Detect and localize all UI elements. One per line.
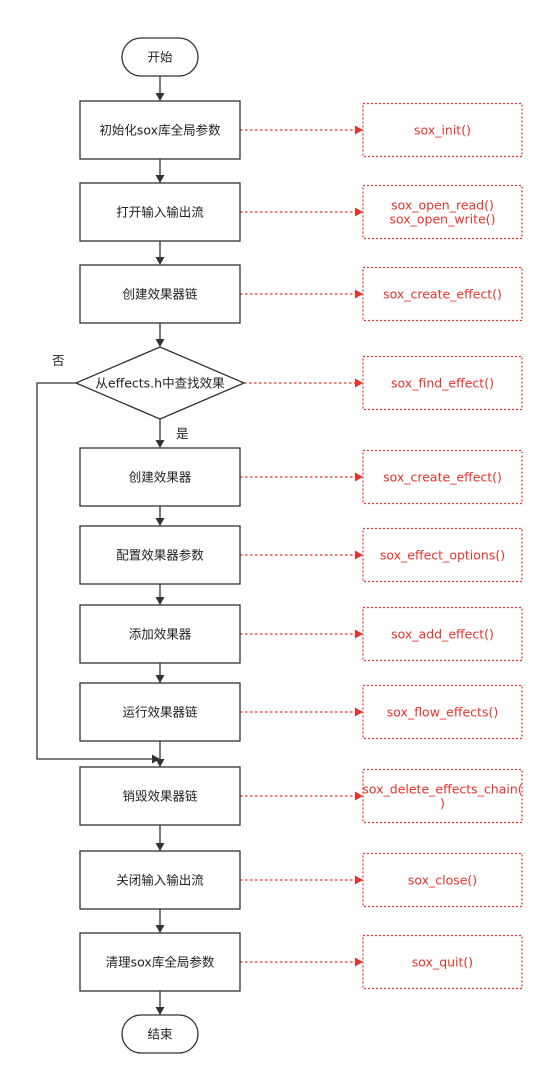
- step-2-label: 打开输入输出流: [116, 205, 204, 220]
- arrow-step-3-to-step-4-arrow: [155, 339, 165, 347]
- step-3-label: 创建效果器链: [122, 287, 198, 302]
- process-step-3: [79, 264, 241, 324]
- api-arrow-step-4: [355, 378, 363, 388]
- api-call-step-5: sox_create_effect(): [383, 470, 502, 485]
- decision-no-label: 否: [52, 353, 65, 368]
- process-step-9: [79, 766, 241, 826]
- decision-no-branch-arrow: [152, 754, 160, 764]
- arrow-last-step-to-end-arrow: [155, 1007, 165, 1015]
- api-call-step-11: sox_quit(): [412, 955, 473, 970]
- decision-no-branch: [36, 382, 153, 760]
- process-step-1: [79, 100, 241, 160]
- api-arrow-step-7: [355, 629, 363, 639]
- arrow-start-to-step-1-arrow: [155, 93, 165, 101]
- decision-yes-label: 是: [176, 426, 189, 441]
- arrow-step-4-to-step-5-arrow: [155, 440, 165, 448]
- api-arrow-step-9: [355, 791, 363, 801]
- api-box-step-10: [362, 852, 523, 908]
- arrow-step-6-to-step-7-arrow: [155, 597, 165, 605]
- api-box-step-9: [362, 768, 523, 824]
- api-box-step-5: [362, 449, 523, 505]
- api-box-step-1: [362, 102, 523, 158]
- step-9-label: 销毁效果器链: [122, 789, 198, 804]
- api-box-step-2: [362, 184, 523, 240]
- api-call-step-10: sox_close(): [408, 873, 477, 888]
- step-5-label: 创建效果器: [129, 470, 192, 485]
- step-8-label: 运行效果器链: [122, 705, 198, 720]
- process-step-5: [79, 447, 241, 507]
- api-call-step-9-line-1: sox_delete_effects_chain(: [362, 782, 522, 797]
- start-terminal: [121, 37, 199, 77]
- process-step-7: [79, 604, 241, 664]
- arrow-step-9-to-step-10-arrow: [155, 843, 165, 851]
- flow-connectors: [36, 76, 165, 1015]
- api-call-step-9-line-2: ): [440, 796, 445, 811]
- api-connectors: [240, 125, 363, 967]
- step-10-label: 关闭输入输出流: [116, 873, 204, 888]
- api-arrow-step-5: [355, 472, 363, 482]
- api-call-step-4: sox_find_effect(): [391, 376, 494, 391]
- api-call-step-3: sox_create_effect(): [383, 287, 502, 302]
- step-6-label: 配置效果器参数: [116, 548, 204, 563]
- api-boxes: sox_init() sox_open_read()sox_open_write(…: [362, 102, 523, 990]
- api-arrow-step-8: [355, 707, 363, 717]
- api-arrow-step-6: [355, 550, 363, 560]
- api-box-step-4: [362, 355, 523, 411]
- api-call-step-8: sox_flow_effects(): [387, 705, 498, 720]
- step-4-label: 从effects.h中查找效果: [95, 376, 225, 391]
- api-arrow-step-11: [355, 957, 363, 967]
- api-arrow-step-10: [355, 875, 363, 885]
- api-call-step-7: sox_add_effect(): [391, 627, 494, 642]
- api-box-step-11: [362, 934, 523, 990]
- api-call-step-2-line-1: sox_open_read(): [391, 198, 494, 213]
- end-terminal: [121, 1014, 199, 1054]
- step-11-label: 清理sox库全局参数: [106, 955, 215, 970]
- process-step-10: [79, 850, 241, 910]
- arrow-step-8-to-step-9-arrow: [155, 759, 165, 767]
- arrow-step-2-to-step-3-arrow: [155, 257, 165, 265]
- decision-step-4: [74, 346, 246, 420]
- edge-labels: 否 是: [52, 353, 189, 441]
- start-label: 开始: [147, 50, 173, 65]
- step-7-label: 添加效果器: [129, 627, 192, 642]
- process-step-6: [79, 525, 241, 585]
- api-box-step-3: [362, 266, 523, 322]
- process-step-8: [79, 682, 241, 742]
- api-call-step-2-line-2: sox_open_write(): [389, 212, 495, 227]
- arrow-step-10-to-step-11-arrow: [155, 925, 165, 933]
- api-arrow-step-1: [355, 125, 363, 135]
- api-call-step-6: sox_effect_options(): [380, 548, 505, 563]
- arrow-step-7-to-step-8-arrow: [155, 675, 165, 683]
- arrow-step-1-to-step-2-arrow: [155, 175, 165, 183]
- end-label: 结束: [147, 1027, 173, 1042]
- api-box-step-7: [362, 606, 523, 662]
- api-box-step-6: [362, 527, 523, 583]
- api-arrow-step-3: [355, 289, 363, 299]
- arrow-step-5-to-step-6-arrow: [155, 518, 165, 526]
- process-step-2: [79, 182, 241, 242]
- api-box-step-8: [362, 684, 523, 740]
- step-1-label: 初始化sox库全局参数: [99, 123, 221, 138]
- api-arrow-step-2: [355, 207, 363, 217]
- process-step-11: [79, 932, 241, 992]
- api-call-step-1: sox_init(): [414, 123, 471, 138]
